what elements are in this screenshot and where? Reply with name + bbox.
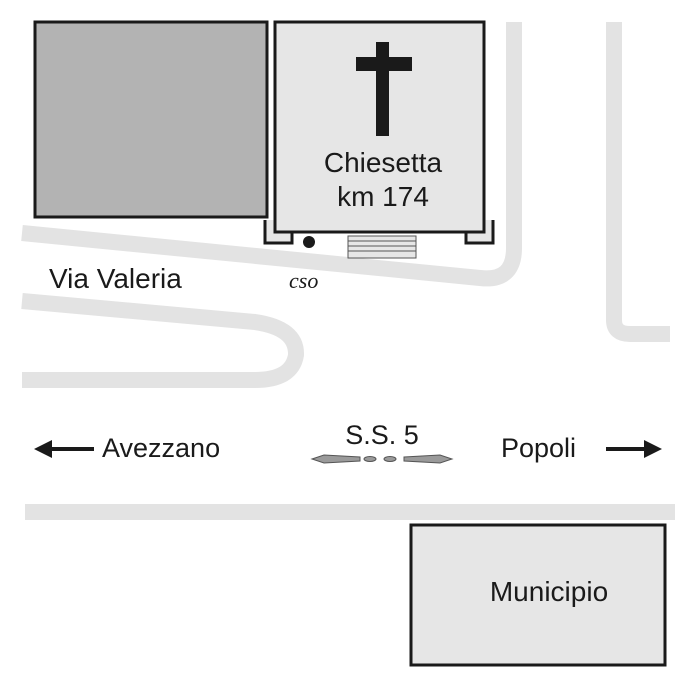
municipio-building bbox=[409, 523, 667, 667]
cso-label: cso bbox=[289, 268, 318, 293]
chiesetta-building: Chiesetta km 174 bbox=[263, 20, 495, 259]
popoli-label: Popoli bbox=[501, 433, 576, 463]
building-dark bbox=[33, 20, 269, 219]
arrow-left-icon bbox=[34, 440, 94, 458]
via-valeria-label: Via Valeria bbox=[49, 263, 182, 294]
cross-icon bbox=[356, 42, 412, 136]
via-valeria-upper-edge bbox=[21, 22, 522, 287]
road-network bbox=[21, 22, 675, 520]
ss5-direction-symbol bbox=[310, 454, 454, 464]
dot-icon bbox=[303, 236, 315, 248]
ss5-label: S.S. 5 bbox=[345, 420, 419, 450]
arrow-right-icon bbox=[606, 440, 662, 458]
side-road-right bbox=[606, 22, 670, 342]
church-steps bbox=[347, 235, 417, 259]
church-km-label: km 174 bbox=[337, 181, 429, 212]
municipio-label: Municipio bbox=[490, 576, 608, 607]
avezzano-label: Avezzano bbox=[102, 433, 220, 463]
church-name-label: Chiesetta bbox=[324, 147, 443, 178]
via-valeria-lower-edge bbox=[21, 293, 304, 388]
